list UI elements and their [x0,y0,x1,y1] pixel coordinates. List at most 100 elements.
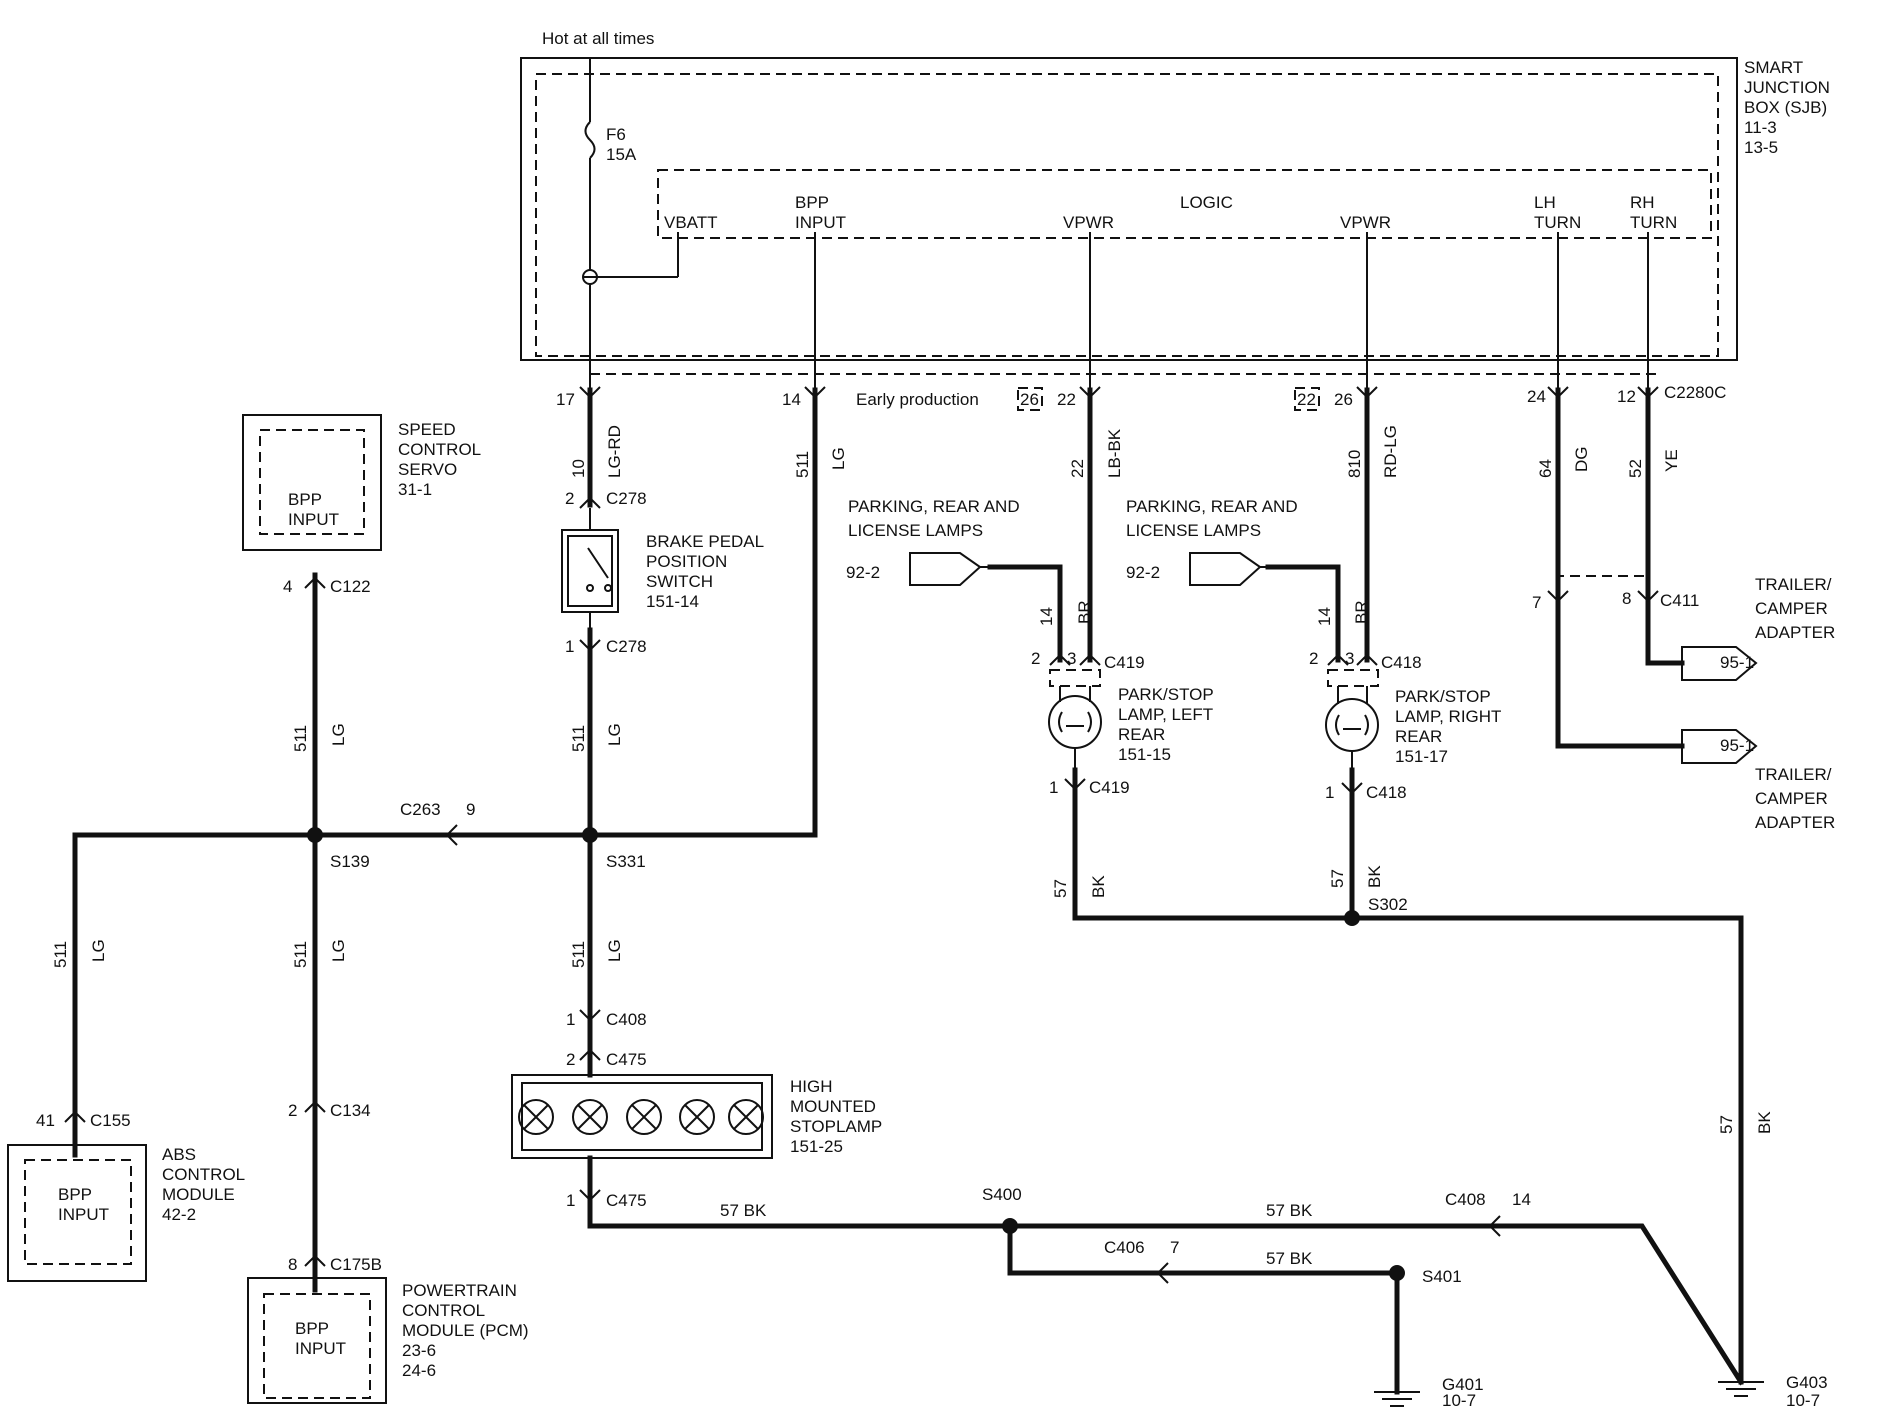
trailer1-label-2: CAMPER [1755,599,1828,618]
abs-label-1: ABS [162,1145,196,1164]
sjb-logic-label: LOGIC [1180,193,1233,212]
wire-bk-right: BK [1365,865,1384,888]
splice-s401-dot [1389,1265,1405,1281]
pcm-label-4: 23-6 [402,1341,436,1360]
hmsl-label-3: STOPLAMP [790,1117,882,1136]
c406: C406 [1104,1238,1145,1257]
trailer1-ref: 95-1 [1720,653,1754,672]
parking-left-label-1: PARKING, REAR AND [848,497,1020,516]
trailer-camper-adapter-rh: 95-1 TRAILER/ CAMPER ADAPTER [1681,575,1835,681]
sjb-name-4: 11-3 [1744,118,1777,137]
pin-26: 26 [1334,390,1353,409]
trailer2-ref: 95-1 [1720,736,1754,755]
splice-s331-dot [582,827,598,843]
c278-top: C278 [606,489,647,508]
lamp-right-label-1: PARK/STOP [1395,687,1491,706]
trailer1-label-3: ADAPTER [1755,623,1835,642]
lamp-left-label-1: PARK/STOP [1118,685,1214,704]
wire-511-switch: 511 [569,725,588,752]
wire-57-right: 57 [1328,869,1347,888]
wire-10: 10 [569,459,588,478]
ground-g401-label: G401 [1442,1375,1484,1394]
trailer2-label-2: CAMPER [1755,789,1828,808]
parking-right-label-2: LICENSE LAMPS [1126,521,1261,540]
wire-511-bpp: 511 [793,451,812,478]
c406-pin: 7 [1170,1238,1179,1257]
wire-14-left: 14 [1037,607,1056,626]
c475-bottom: C475 [606,1191,647,1210]
pin-24: 24 [1527,387,1546,406]
wire-511-abs: 511 [51,941,70,968]
c411-bracket [1557,575,1649,580]
wire-bk-left: BK [1089,875,1108,898]
pin-14: 14 [782,390,801,409]
splice-s302: S302 [1368,895,1408,914]
c418-pin-3: 3 [1345,649,1354,668]
wire-lg-pcm: LG [329,939,348,962]
c419-bottom-pin: 1 [1049,778,1058,797]
pcm-label-3: MODULE (PCM) [402,1321,529,1340]
pin-26-early: 26 [1020,390,1039,409]
c134: C134 [330,1101,371,1120]
sjb-name-1: SMART [1744,58,1803,77]
speed-label-1: SPEED [398,420,456,439]
hmsl-bulbs [518,1099,764,1135]
parking-lamps-right-source: PARKING, REAR AND LICENSE LAMPS 92-2 [1126,497,1298,586]
wire-lg-hmsl: LG [605,939,624,962]
lamp-right-label-4: 151-17 [1395,747,1448,766]
sjb-bpp-label-2: INPUT [795,213,846,232]
c411-pin-7: 7 [1532,593,1541,612]
wire-57bk-c408: 57 BK [1266,1201,1313,1220]
splice-s400-dot [1002,1218,1018,1234]
early-production-label: Early production [856,390,979,409]
hot-at-all-times-label: Hot at all times [542,29,654,48]
brake-switch-label-1: BRAKE PEDAL [646,532,764,551]
brake-switch-label-3: SWITCH [646,572,713,591]
powertrain-control-module: BPP INPUT POWERTRAIN CONTROL MODULE (PCM… [247,1277,529,1404]
speed-label-3: SERVO [398,460,457,479]
pcm-label-1: POWERTRAIN [402,1281,517,1300]
c2280c-label: C2280C [1664,383,1726,402]
parking-lamps-left-source: PARKING, REAR AND LICENSE LAMPS 92-2 [846,497,1020,586]
wire-lb-bk: LB-BK [1105,428,1124,478]
wire-lg-switch: LG [605,723,624,746]
park-stop-lamp-right: PARK/STOP LAMP, RIGHT REAR 151-17 [1325,669,1501,770]
wire-br-right: BR [1352,600,1371,624]
wire-dg: DG [1572,447,1591,473]
abs-bpp-2: INPUT [58,1205,109,1224]
smart-junction-box: SMART JUNCTION BOX (SJB) 11-3 13-5 LOGIC… [520,57,1830,361]
c175b: C175B [330,1255,382,1274]
sjb-rh-label-2: TURN [1630,213,1677,232]
pcm-label-2: CONTROL [402,1301,485,1320]
brake-pedal-position-switch: BRAKE PEDAL POSITION SWITCH 151-14 [561,508,764,630]
hmsl-label-2: MOUNTED [790,1097,876,1116]
wire-rd-lg: RD-LG [1381,425,1400,478]
connector-labels: 2 C278 1 C278 4 C122 C263 9 2 3 C419 1 C… [36,489,1699,1274]
c418-bottom-pin: 1 [1325,783,1334,802]
splice-s401: S401 [1422,1267,1462,1286]
parking-right-ref: 92-2 [1126,563,1160,582]
c175b-pin: 8 [288,1255,297,1274]
c278-bottom: C278 [606,637,647,656]
trailer2-label-3: ADAPTER [1755,813,1835,832]
wire-57-g403: 57 [1717,1115,1736,1134]
c419-pin-2: 2 [1031,649,1040,668]
wire-bk-g403: BK [1755,1111,1774,1134]
c411-pin-8: 8 [1622,589,1631,608]
sjb-vbatt-label: VBATT [664,213,718,232]
lamp-left-label-2: LAMP, LEFT [1118,705,1213,724]
wire-labels: 10 LG-RD 511 LG 22 LB-BK 810 RD-LG 64 DG… [51,425,1774,1268]
pin-17: 17 [556,390,575,409]
wire-lg-speed: LG [329,723,348,746]
splice-s139: S139 [330,852,370,871]
splices: S139 S331 S302 S400 S401 [307,827,1462,1286]
trailer2-label-1: TRAILER/ [1755,765,1832,784]
c155-pin: 41 [36,1111,55,1130]
ground-g401-ref: 10-7 [1442,1391,1476,1408]
sjb-vpwr2-label: VPWR [1340,213,1391,232]
fuse-name: F6 [606,125,626,144]
splice-s331: S331 [606,852,646,871]
c134-pin: 2 [288,1101,297,1120]
wire-511-hmsl: 511 [569,941,588,968]
parking-left-ref: 92-2 [846,563,880,582]
